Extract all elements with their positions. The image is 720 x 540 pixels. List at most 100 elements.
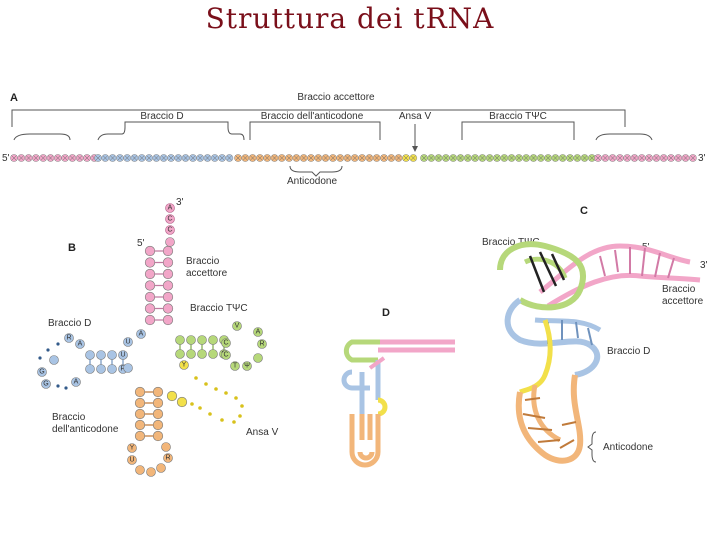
bead-mark — [675, 155, 681, 161]
anticodon-brace — [289, 165, 343, 177]
nucleotide-bead — [71, 377, 81, 387]
nucleotide-bead — [162, 280, 174, 291]
bead-mark — [190, 155, 196, 161]
helix-rung — [614, 249, 619, 273]
nucleotide-bead — [41, 379, 51, 389]
bead-mark — [589, 155, 595, 161]
c-anticodon-strand2 — [531, 384, 562, 443]
bead-mark — [33, 155, 39, 161]
bracket-tpsic-arm — [461, 121, 575, 140]
panel-c-letter: C — [580, 205, 588, 217]
nucleotide-bead — [166, 390, 178, 402]
nucleotide-label: G — [39, 369, 44, 376]
nucleotide — [134, 386, 146, 398]
nucleotide — [253, 353, 263, 363]
nucleotide-label: Y — [182, 362, 187, 369]
nucleotide-bead — [230, 361, 240, 371]
bead-mark — [631, 155, 638, 161]
nucleotide-bead — [175, 349, 185, 359]
bead-mark — [257, 155, 263, 161]
bead-mark — [308, 155, 314, 161]
bead-mark — [450, 155, 456, 161]
c-tarm-inner — [523, 256, 568, 279]
nucleotide-bead — [144, 314, 156, 326]
nucleotide-label: A — [74, 379, 79, 386]
cloverleaf-acceptor-stem — [144, 237, 175, 326]
nucleotide-bead — [144, 257, 156, 268]
nucleotide-bead — [49, 355, 59, 365]
c-acceptor-label-text: Braccio — [662, 284, 696, 295]
bracket-d-right — [232, 133, 245, 141]
bead-mark — [523, 155, 529, 161]
bead-mark — [293, 155, 300, 161]
bead-mark — [410, 155, 416, 161]
nucleotide-bead — [75, 339, 85, 349]
loop-dot — [220, 418, 224, 422]
bead-mark — [646, 155, 652, 161]
bead-mark — [84, 155, 90, 161]
panel-a-anticodon-label: Anticodone — [287, 176, 337, 187]
nucleotide-bead — [96, 364, 106, 374]
bead-mark — [595, 155, 601, 161]
nucleotide-label: A — [139, 331, 144, 338]
loop-dot — [194, 376, 198, 380]
nucleotide — [162, 314, 174, 326]
bead-mark — [109, 155, 116, 161]
bead-mark — [668, 155, 674, 161]
bead-mark — [538, 155, 544, 161]
bead-mark — [301, 155, 307, 161]
panel-a-vloop-label: Ansa V — [399, 111, 432, 122]
nucleotide — [186, 335, 196, 345]
bead-mark — [197, 155, 203, 161]
bead-mark — [609, 155, 616, 161]
panel-a-5prime: 5' — [2, 153, 10, 164]
nucleotide: U — [118, 350, 128, 360]
c-darm-strand1 — [504, 297, 601, 378]
nucleotide-label: R — [120, 366, 125, 373]
page-title: Struttura dei tRNA — [205, 2, 495, 35]
nucleotide — [152, 397, 164, 409]
nucleotide-bead — [179, 360, 189, 370]
panel-a-d-label: Braccio D — [140, 111, 183, 122]
bead-mark — [545, 155, 551, 161]
bead-mark — [682, 155, 689, 161]
nucleotide: Y — [127, 443, 137, 453]
bead-mark — [381, 155, 387, 161]
nucleotide — [175, 349, 185, 359]
panel-b-3prime: 3' — [176, 197, 184, 208]
bead-mark — [472, 155, 478, 161]
nucleotide-bead — [152, 397, 164, 409]
panel-b-tpsic-label: Braccio TΨC — [190, 303, 248, 314]
nucleotide-bead — [232, 321, 242, 331]
ribbon-3d — [497, 241, 701, 464]
nucleotide-label: C — [223, 340, 228, 347]
bead-mark — [102, 155, 108, 161]
nucleotide — [175, 335, 185, 345]
nucleotide-bead — [186, 335, 196, 345]
nucleotide: A — [253, 327, 263, 337]
nucleotide-bead — [176, 396, 188, 408]
nucleotide — [165, 237, 175, 247]
nucleotide-bead — [163, 453, 173, 463]
nucleotide — [123, 363, 133, 373]
bead-mark — [47, 155, 54, 161]
cloverleaf-tpsic-arm: GVARΨTCCY — [175, 321, 267, 371]
panel-d-letter: D — [382, 307, 390, 319]
bead-mark — [315, 155, 321, 161]
nucleotide-bead — [107, 364, 117, 374]
panel-b-d-label: Braccio D — [48, 318, 91, 329]
nucleotide-label: C — [223, 352, 228, 359]
nucleotide-bead — [107, 350, 117, 360]
label-line-2: accettore — [186, 268, 228, 279]
nucleotide — [96, 364, 106, 374]
nucleotide: U — [123, 337, 133, 347]
nucleotide-bead — [85, 350, 95, 360]
nucleotide — [162, 245, 174, 257]
bead-mark — [344, 155, 351, 161]
nucleotide-bead — [197, 335, 207, 345]
bead-mark — [617, 155, 623, 161]
nucleotide — [144, 280, 156, 291]
nucleotide-label: R — [66, 335, 71, 342]
panel-a-acceptor-label: Braccio accettore — [297, 92, 375, 103]
linear-sequence — [10, 154, 697, 162]
